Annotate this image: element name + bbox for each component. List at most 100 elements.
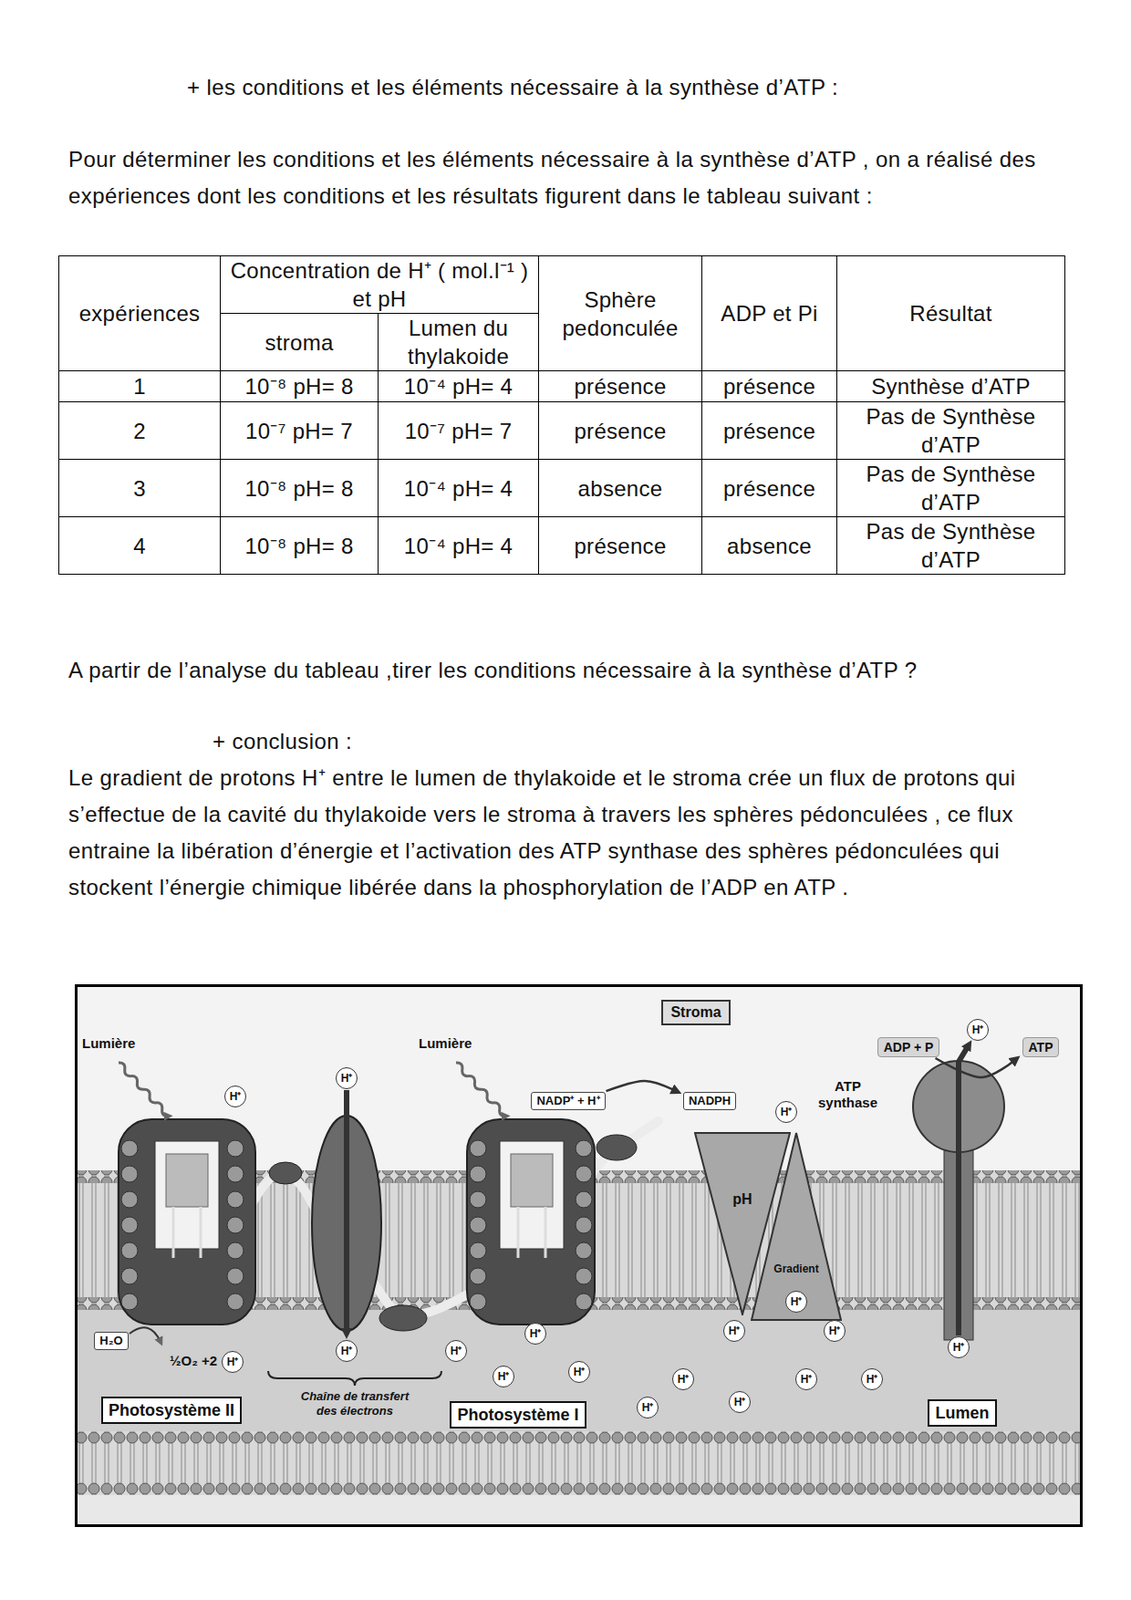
node-text: H⁺ xyxy=(728,1325,741,1337)
subunit xyxy=(227,1191,244,1208)
node-text: ADP + P xyxy=(883,1039,934,1055)
reaction-core xyxy=(510,1153,553,1207)
node-text: H⁺ xyxy=(734,1396,747,1408)
subunit xyxy=(121,1242,138,1259)
table-cell: présence xyxy=(702,371,838,403)
subunit xyxy=(575,1191,592,1208)
table-cell: Résultat xyxy=(837,256,1066,372)
node-text: NADPH xyxy=(688,1094,731,1109)
table-cell: Concentration de H⁺ ( mol.l⁻¹ ) et pH xyxy=(220,256,540,314)
membrane-tails xyxy=(74,1431,1083,1495)
subunit xyxy=(575,1293,592,1310)
table-row: 310⁻⁸ pH= 810⁻⁴ pH= 4absenceprésencePas … xyxy=(59,459,1066,518)
subunit xyxy=(227,1140,244,1157)
subunit xyxy=(121,1165,138,1183)
subunit xyxy=(121,1191,138,1208)
table-cell: 10⁻⁷ pH= 7 xyxy=(378,402,540,460)
subunit xyxy=(575,1140,592,1157)
body-text: + les conditions et les éléments nécessa… xyxy=(186,69,1100,106)
label-box: NADP⁺ + H⁺ xyxy=(530,1091,605,1111)
lumen-ground xyxy=(74,1309,1083,1432)
proton-circle: H⁺ xyxy=(966,1018,989,1041)
light-wave xyxy=(116,1060,171,1119)
subunit xyxy=(227,1293,244,1310)
light-wave-line xyxy=(116,1060,171,1119)
node-text: Lumen xyxy=(934,1403,989,1423)
pigment-lines xyxy=(173,1206,201,1258)
node-text: H₂O xyxy=(99,1334,123,1349)
table-row: 410⁻⁸ pH= 810⁻⁴ pH= 4présenceabsencePas … xyxy=(59,517,1066,575)
complex-body xyxy=(118,1119,256,1325)
subunit xyxy=(227,1267,244,1285)
table-cell: présence xyxy=(702,402,838,460)
node-text: H⁺ xyxy=(227,1356,239,1368)
label-box: ADP + P xyxy=(877,1037,941,1058)
subunit xyxy=(575,1242,592,1259)
connector-layer xyxy=(74,984,1083,1527)
figure-label: ½O₂ +2 xyxy=(169,1352,218,1370)
figure-label: ATP synthase xyxy=(809,1078,887,1111)
table-cell: Lumen du thylakoide xyxy=(378,313,540,372)
body-text: Le gradient de protons H⁺ entre le lumen… xyxy=(68,759,1072,906)
proton-circle: H⁺ xyxy=(224,1085,247,1108)
subunit xyxy=(469,1191,487,1208)
table-cell: Pas de Synthèse d’ATP xyxy=(837,402,1066,460)
subunit xyxy=(469,1267,487,1285)
node-text: H⁺ xyxy=(829,1325,841,1337)
table-cell: 4 xyxy=(59,517,221,575)
table-cell: 3 xyxy=(59,459,221,518)
figure-label: Lumière xyxy=(418,1035,472,1052)
node-text: H⁺ xyxy=(341,1345,353,1357)
subunit xyxy=(469,1293,487,1310)
node-text: H⁺ xyxy=(573,1366,586,1378)
proton-circle: H⁺ xyxy=(672,1368,695,1391)
proton-circle: H⁺ xyxy=(728,1390,751,1413)
node-text: H⁺ xyxy=(866,1373,879,1385)
proton-circle: H⁺ xyxy=(775,1100,798,1123)
node-text: pH xyxy=(694,1190,791,1208)
table-row: expériencesConcentration de H⁺ ( mol.l⁻¹… xyxy=(59,256,1066,314)
thylakoid-figure: LumièreLumièreATP synthase½O₂ +2Chaîne d… xyxy=(74,984,1083,1527)
light-wave-line xyxy=(454,1060,509,1119)
complex-subunits xyxy=(121,1140,592,1310)
ferredoxin xyxy=(596,1134,637,1161)
figure-label: Lumière xyxy=(82,1035,135,1052)
node-text: H⁺ xyxy=(229,1090,242,1102)
subunit xyxy=(575,1267,592,1285)
proton-circle: H⁺ xyxy=(785,1290,808,1313)
photosystem-ii-complex xyxy=(118,1119,256,1325)
label-box: H₂O xyxy=(93,1331,128,1351)
subunit xyxy=(227,1242,244,1259)
complex-body xyxy=(466,1119,595,1325)
proton-circle: H⁺ xyxy=(568,1360,591,1383)
proton-circle: H⁺ xyxy=(524,1322,547,1345)
outer-ground xyxy=(74,1494,1083,1527)
subunit xyxy=(469,1242,487,1259)
node-text: H⁺ xyxy=(341,1072,353,1084)
plastoquinone xyxy=(269,1162,302,1184)
plastocyanin xyxy=(379,1305,427,1331)
label-box: Lumen xyxy=(927,1399,997,1428)
triangle-outline xyxy=(751,1132,841,1320)
gradient-triangle: GradientH⁺ xyxy=(750,1131,842,1321)
node-text: Stroma xyxy=(670,1004,721,1021)
subunit xyxy=(227,1216,244,1234)
node-text: H⁺ xyxy=(800,1373,813,1385)
body-text: Pour déterminer les conditions et les él… xyxy=(68,141,1072,215)
table-cell: 10⁻⁸ pH= 8 xyxy=(220,459,379,518)
reaction-center xyxy=(499,1141,564,1249)
node-text: H⁺ xyxy=(677,1373,690,1385)
subunit xyxy=(121,1293,138,1310)
subunit xyxy=(575,1165,592,1183)
table-cell: Pas de Synthèse d’ATP xyxy=(837,517,1066,575)
subunit xyxy=(469,1140,487,1157)
node-text: NADP⁺ + H⁺ xyxy=(536,1094,600,1109)
bracket xyxy=(268,1370,442,1386)
table-row: 210⁻⁷ pH= 710⁻⁷ pH= 7présenceprésencePas… xyxy=(59,402,1066,460)
node-text: H⁺ xyxy=(780,1106,793,1118)
table-cell: 1 xyxy=(59,371,221,403)
subunit xyxy=(121,1216,138,1234)
subunit xyxy=(121,1267,138,1285)
node-text: Photosystème II xyxy=(108,1400,235,1421)
